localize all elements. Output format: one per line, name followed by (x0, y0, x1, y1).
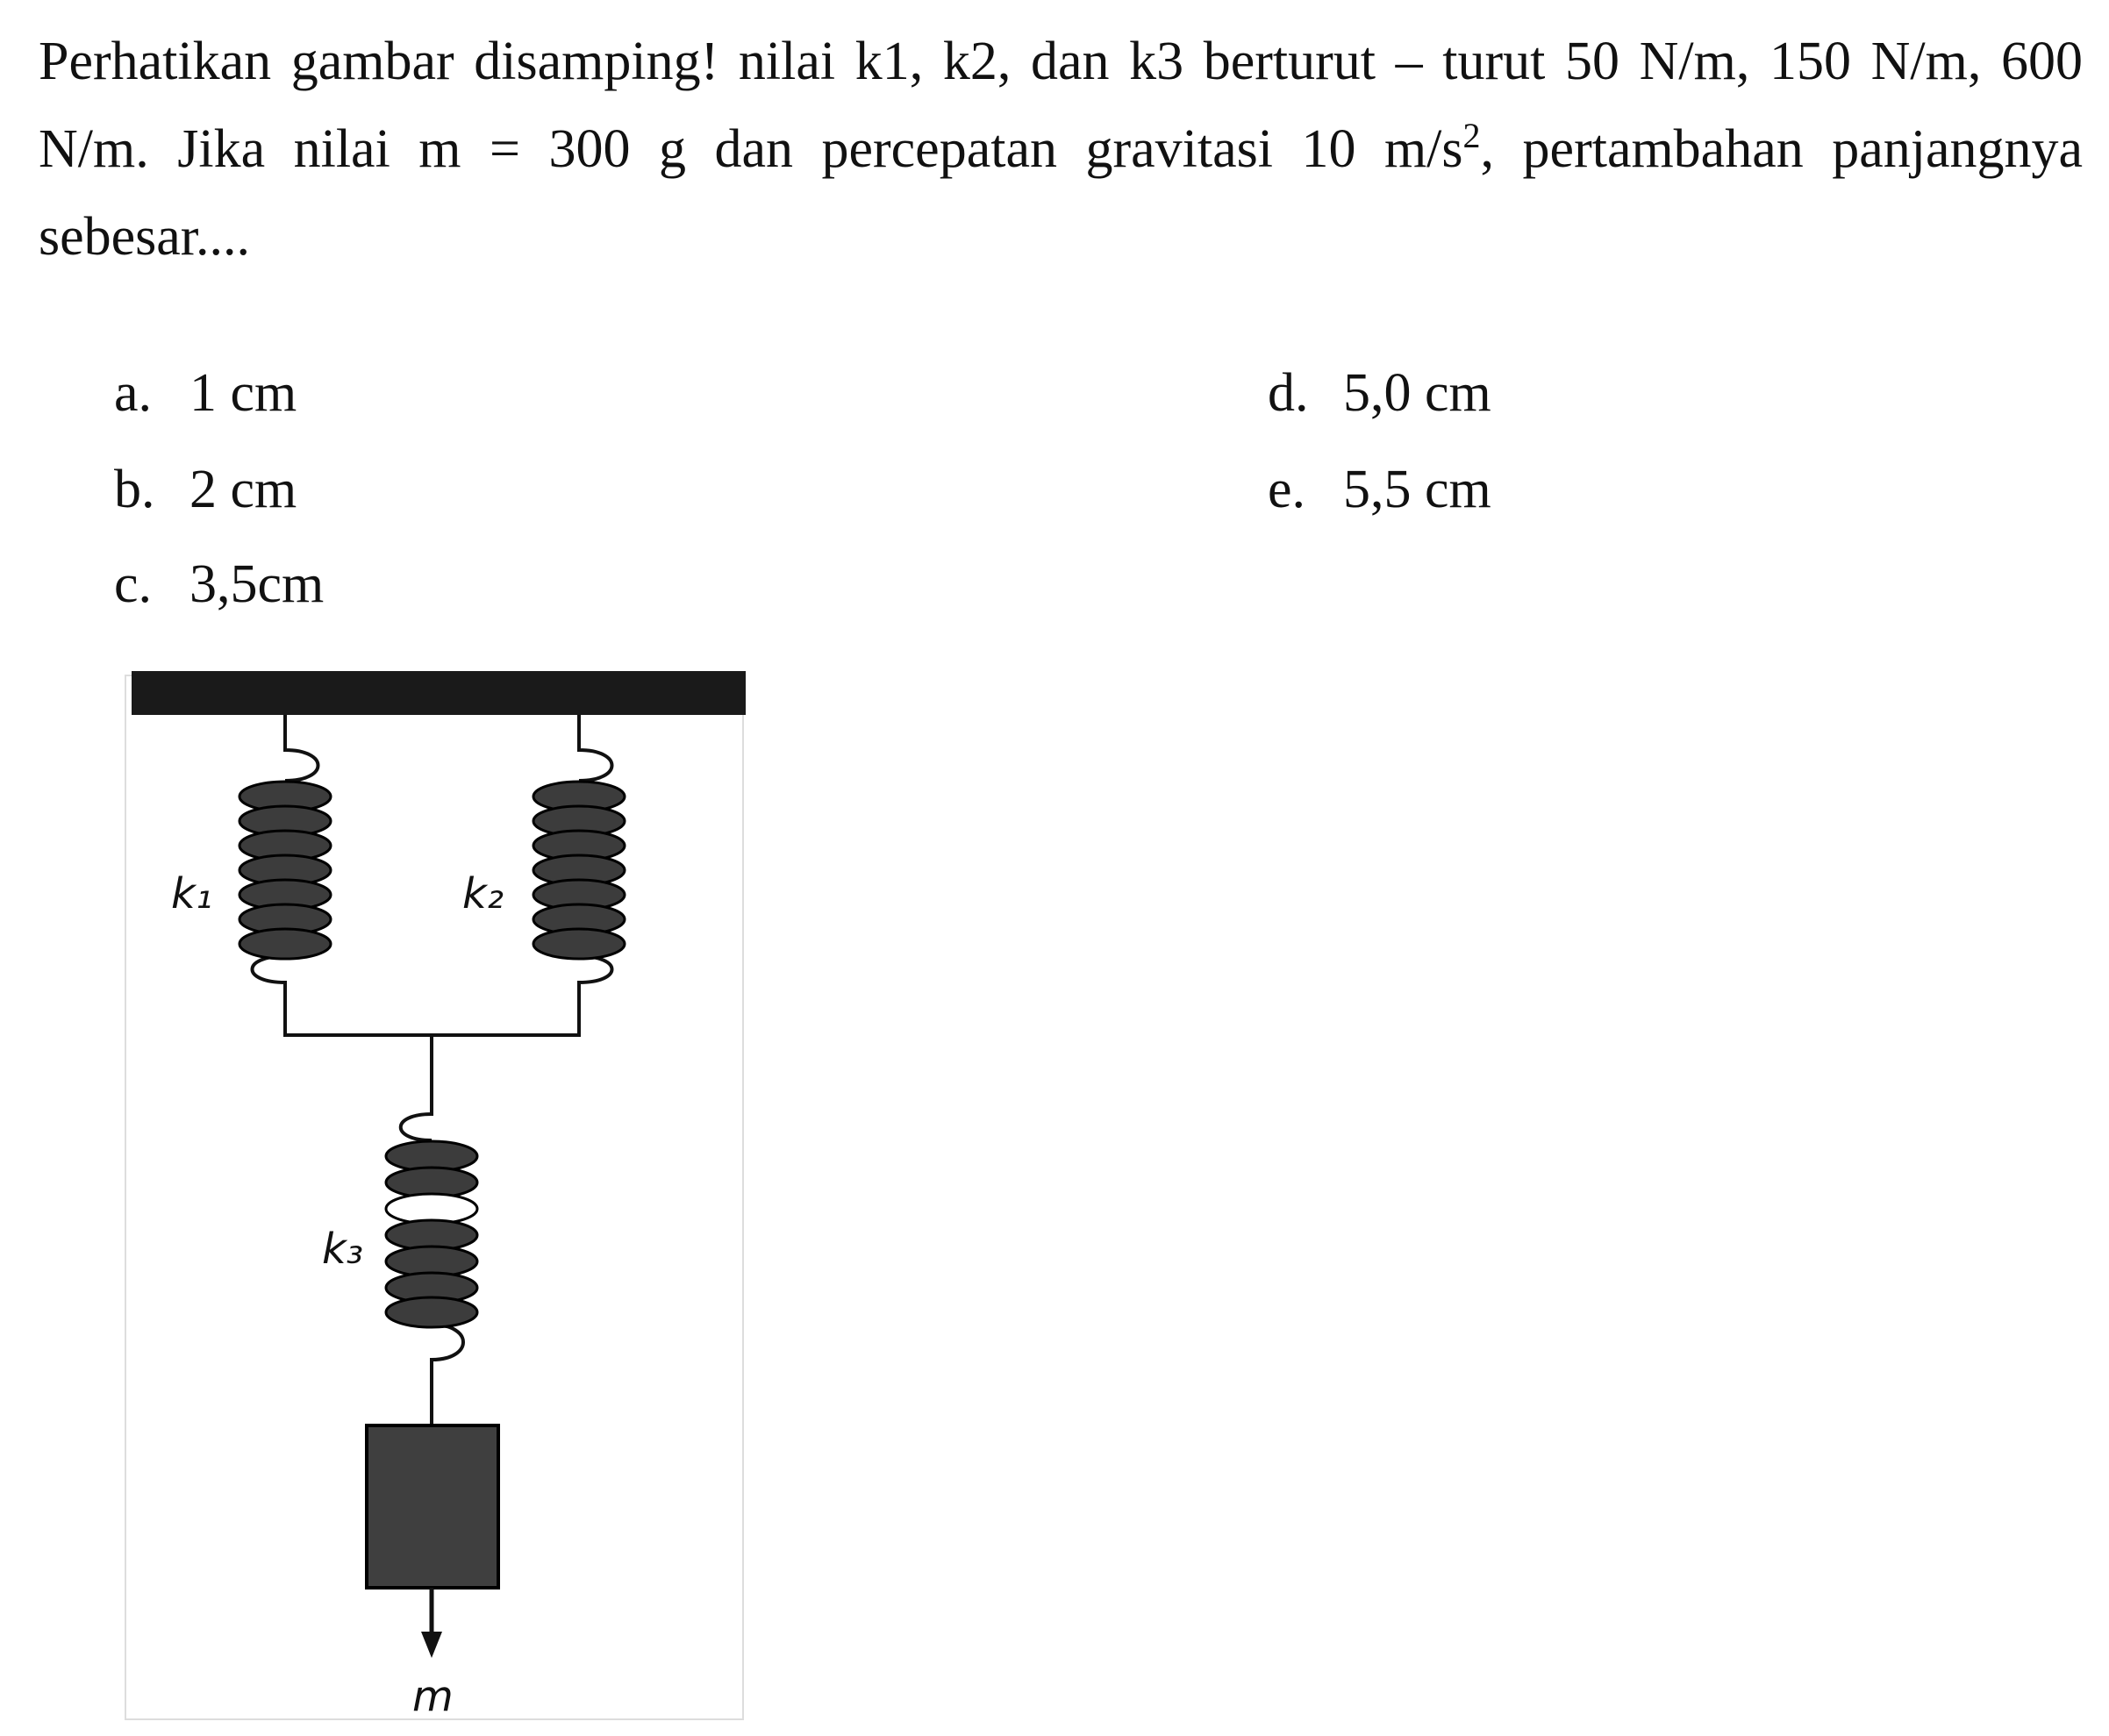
question-ending: , pertambahan panjangnya sebesar.... (39, 119, 2083, 267)
spring-k3 (384, 1139, 479, 1329)
option-letter: b. (114, 460, 155, 519)
spring-diagram: k₁ k₂ k₃ m (125, 671, 746, 1721)
weight-arrow-icon (421, 1588, 442, 1658)
option-text: 1 cm (189, 363, 297, 423)
option-text: 5,5 cm (1343, 460, 1491, 519)
option-letter: e. (1268, 460, 1306, 519)
option-letter: a. (114, 363, 153, 423)
spring-k1 (238, 780, 332, 961)
answer-option-a[interactable]: a. 1 cm (114, 358, 297, 428)
ceiling-support (132, 671, 746, 715)
question-text: Perhatikan gambar disamping! nilai k1, k… (39, 18, 2083, 281)
answer-option-d[interactable]: d. 5,0 cm (1268, 358, 1491, 428)
option-letter: d. (1268, 363, 1309, 423)
mass-block (365, 1424, 500, 1590)
spring-k2 (532, 780, 626, 961)
gravity-exponent: 2 (1462, 116, 1481, 155)
k2-label: k₂ (462, 869, 504, 918)
answer-option-e[interactable]: e. 5,5 cm (1268, 454, 1491, 525)
k3-label: k₃ (322, 1225, 363, 1274)
question-body: Perhatikan gambar disamping! nilai k1, k… (39, 32, 2083, 179)
option-text: 5,0 cm (1343, 363, 1491, 423)
mass-label: m (412, 1672, 454, 1721)
answer-option-b[interactable]: b. 2 cm (114, 454, 297, 525)
option-text: 3,5cm (189, 554, 325, 614)
answer-option-c[interactable]: c. 3,5cm (114, 549, 324, 619)
spring-system-figure: k₁ k₂ k₃ m (118, 667, 750, 1728)
k1-label: k₁ (171, 869, 212, 918)
option-text: 2 cm (189, 460, 297, 519)
option-letter: c. (114, 554, 153, 614)
